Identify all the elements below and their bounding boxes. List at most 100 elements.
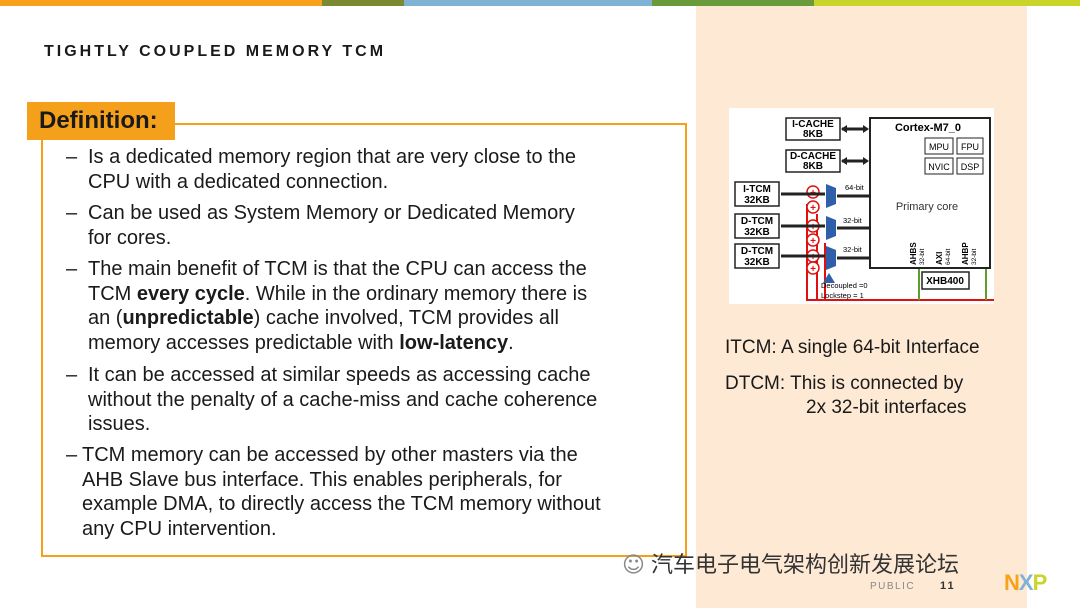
text-run: . xyxy=(508,331,514,354)
bullet-line: example DMA, to directly access the TCM … xyxy=(82,493,601,515)
dsp-label: DSP xyxy=(961,162,980,172)
classification-label: PUBLIC xyxy=(870,581,916,592)
top-color-bar xyxy=(0,0,1080,6)
bullet-dash: – xyxy=(66,444,78,466)
dcache-size: 8KB xyxy=(803,161,823,172)
dtcm1-box xyxy=(734,243,780,269)
arrowhead xyxy=(841,157,847,165)
dtcm1-label: D-TCM xyxy=(741,246,773,257)
nxp-logo: NXP xyxy=(1004,570,1047,595)
ecc-icon xyxy=(806,261,820,275)
cortex-m7-diagram: I-CACHE 8KB D-CACHE 8KB I-TCM 32KB D-TCM… xyxy=(729,108,994,304)
wechat-icon: ☺ xyxy=(622,553,645,578)
mux-block xyxy=(826,216,836,240)
decoupled-label: Decoupled =0 xyxy=(821,281,868,290)
bullet-line: TCM every cycle. While in the ordinary m… xyxy=(88,282,587,307)
itcm-box xyxy=(734,181,780,207)
watermark-label: 汽车电子电气架构创新发展论坛 xyxy=(650,553,959,578)
definition-box xyxy=(41,123,687,557)
axi-label: AXI xyxy=(935,252,944,265)
bullet-line: an (unpredictable) cache involved, TCM p… xyxy=(88,306,587,331)
color-bar-segment-3 xyxy=(404,0,652,6)
bullet-line: It can be accessed at similar speeds as … xyxy=(88,364,591,386)
mpu-box xyxy=(924,137,954,155)
cache-arrows xyxy=(842,127,867,163)
lockstep-label: Lockstep = 1 xyxy=(821,291,864,300)
dtcm0-label: D-TCM xyxy=(741,216,773,227)
bus-width-label: 64-bit xyxy=(845,183,865,192)
dsp-box xyxy=(956,157,984,175)
itcm-label: I-TCM xyxy=(743,184,771,195)
bullet-dash: – xyxy=(66,202,78,224)
mux-block xyxy=(826,184,836,208)
xhb-box xyxy=(921,271,970,290)
ecc-icon xyxy=(806,200,820,214)
bullet-item-3: – The main benefit of TCM is that the CP… xyxy=(66,257,666,357)
lockstep-wire xyxy=(806,204,994,301)
nvic-box xyxy=(924,157,954,175)
bold-text: unpredictable xyxy=(122,307,254,329)
color-bar-segment-1 xyxy=(0,0,322,6)
arrowhead xyxy=(863,125,869,133)
ahbs-width: 32-bit xyxy=(919,249,926,265)
icache-size: 8KB xyxy=(803,129,823,140)
tcm-arrows xyxy=(781,192,825,258)
plus-icon: + xyxy=(810,236,816,247)
bullet-line: The main benefit of TCM is that the CPU … xyxy=(88,258,587,280)
bullet-line: CPU with a dedicated connection. xyxy=(88,170,389,193)
bullet-line: for cores. xyxy=(88,226,172,249)
mux-block xyxy=(826,246,836,270)
ahbp-label: AHBP xyxy=(961,242,970,265)
primary-core-label: Primary core xyxy=(896,201,958,213)
fpu-label: FPU xyxy=(961,142,979,152)
color-bar-segment-4 xyxy=(652,0,814,6)
slide-title: TIGHTLY COUPLED MEMORY TCM xyxy=(44,43,387,60)
dtcm-caption-line2: 2x 32-bit interfaces xyxy=(806,397,967,418)
bullet-item-4: – It can be accessed at similar speeds a… xyxy=(66,363,676,438)
text-run: an ( xyxy=(88,307,123,329)
bullet-item-5: – TCM memory can be accessed by other ma… xyxy=(66,443,681,543)
dcache-box xyxy=(785,149,841,173)
text-run: memory accesses predictable with xyxy=(88,331,400,354)
bus-width-label: 32-bit xyxy=(843,216,863,225)
ahbs-label: AHBS xyxy=(909,242,918,265)
plus-icon: + xyxy=(810,264,816,275)
bus-arrows xyxy=(837,194,869,260)
dtcm1-size: 32KB xyxy=(744,257,770,268)
bullet-line: memory accesses predictable with low-lat… xyxy=(88,331,587,356)
bullet-item-1: – Is a dedicated memory region that are … xyxy=(66,145,666,195)
bullet-dash: – xyxy=(66,146,78,168)
mpu-label: MPU xyxy=(929,142,949,152)
xhb-label: XHB400 xyxy=(926,276,964,287)
color-bar-segment-2 xyxy=(322,0,404,6)
bullet-line: without the penalty of a cache-miss and … xyxy=(88,388,598,411)
dcache-label: D-CACHE xyxy=(790,151,836,162)
bullet-line: TCM memory can be accessed by other mast… xyxy=(82,444,578,466)
icache-label: I-CACHE xyxy=(792,119,834,130)
page-number: 11 xyxy=(940,580,956,592)
text-run: . While in the ordinary memory there is xyxy=(244,282,588,305)
ahbp-width: 32-bit xyxy=(971,249,978,265)
arrowhead xyxy=(863,157,869,165)
text-run: ) cache involved, TCM provides all xyxy=(253,307,559,329)
bold-text: every cycle xyxy=(136,282,245,305)
dtcm0-size: 32KB xyxy=(744,227,770,238)
diagram-svg: I-CACHE 8KB D-CACHE 8KB I-TCM 32KB D-TCM… xyxy=(734,117,994,301)
fpu-box xyxy=(956,137,984,155)
nvic-label: NVIC xyxy=(928,162,950,172)
arrowhead xyxy=(841,125,847,133)
bullet-dash: – xyxy=(66,364,78,386)
decouple-arrow xyxy=(823,273,835,283)
bullet-line: Is a dedicated memory region that are ve… xyxy=(88,146,577,168)
bullet-line: Can be used as System Memory or Dedicate… xyxy=(88,202,575,224)
right-panel xyxy=(696,6,1027,608)
bullet-item-2: – Can be used as System Memory or Dedica… xyxy=(66,201,666,251)
bullet-line: issues. xyxy=(88,413,151,435)
ecc-icon xyxy=(806,233,820,247)
axi-width: 64-bit xyxy=(945,249,952,265)
core-title: Cortex-M7_0 xyxy=(895,122,961,134)
bullet-line: AHB Slave bus interface. This enables pe… xyxy=(82,468,562,491)
bullet-line: any CPU intervention. xyxy=(82,517,277,540)
dtcm0-box xyxy=(734,213,780,239)
definition-label: Definition: xyxy=(27,102,175,140)
